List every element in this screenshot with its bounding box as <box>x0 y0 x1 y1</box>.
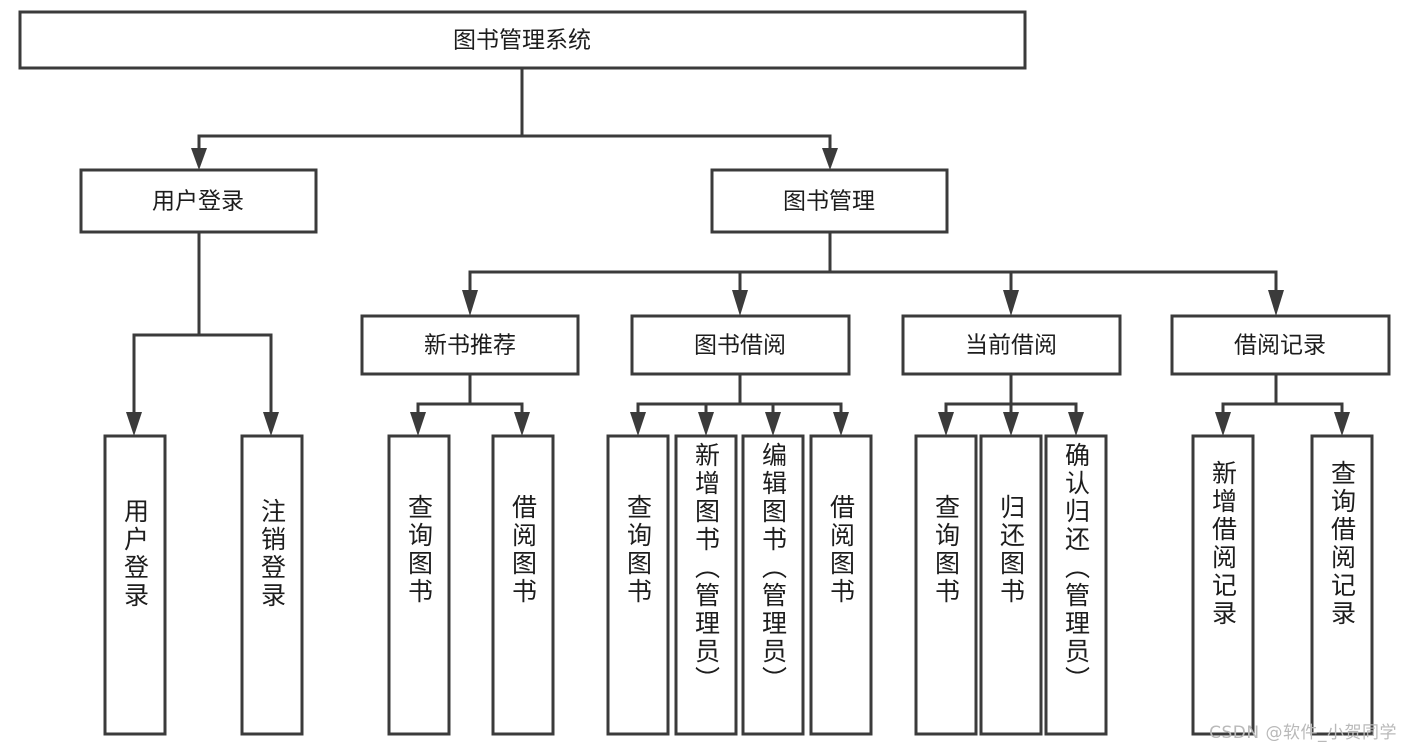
node-records-box[interactable] <box>1170 314 1391 376</box>
arrowhead-leaf4 <box>514 412 530 436</box>
node-records[interactable]: 借阅记录 <box>1170 314 1391 376</box>
node-current[interactable]: 当前借阅 <box>901 314 1122 376</box>
arrowhead-leaf1 <box>126 412 142 436</box>
node-root-box[interactable] <box>18 10 1027 70</box>
node-login[interactable]: 用户登录 <box>79 168 318 234</box>
edges-group <box>126 66 1350 436</box>
node-newbook[interactable]: 新书推荐 <box>360 314 580 376</box>
arrowhead-leaf6 <box>698 412 714 436</box>
node-current-label: 当前借阅 <box>965 333 1057 359</box>
node-leaf6-box[interactable] <box>674 434 738 736</box>
arrowhead-newbook <box>462 290 478 316</box>
node-leaf1-box[interactable] <box>103 434 167 736</box>
node-borrow-label: 图书借阅 <box>694 333 786 359</box>
arrowhead-leaf8 <box>833 412 849 436</box>
node-leaf10-box[interactable] <box>979 434 1043 736</box>
nodes-group: 图书管理系统 用户登录 图书管理 新书推荐 图书借阅 当前 <box>18 10 1391 736</box>
arrowhead-leaf9 <box>938 412 954 436</box>
node-bookmgmt[interactable]: 图书管理 <box>710 168 949 234</box>
node-login-box[interactable] <box>79 168 318 234</box>
arrowhead-records <box>1268 290 1284 316</box>
node-leaf4-box[interactable] <box>491 434 555 736</box>
node-newbook-box[interactable] <box>360 314 580 376</box>
node-leaf12-box[interactable] <box>1191 434 1255 736</box>
arrowhead-bookmgmt <box>822 148 838 170</box>
node-borrow-box[interactable] <box>630 314 851 376</box>
arrowhead-leaf5 <box>630 412 646 436</box>
arrowhead-leaf13 <box>1334 412 1350 436</box>
node-leaf8-box[interactable] <box>809 434 873 736</box>
node-leaf9-box[interactable] <box>914 434 978 736</box>
arrowhead-leaf12 <box>1215 412 1231 436</box>
node-leaf7-box[interactable] <box>741 434 805 736</box>
node-newbook-label: 新书推荐 <box>424 333 516 359</box>
watermark-text: CSDN @软件_小贺同学 <box>1209 723 1397 743</box>
arrowhead-leaf11 <box>1068 412 1084 436</box>
node-login-label: 用户登录 <box>152 189 244 215</box>
node-borrow[interactable]: 图书借阅 <box>630 314 851 376</box>
node-leaf5-box[interactable] <box>606 434 670 736</box>
arrowhead-leaf2 <box>263 412 279 436</box>
node-bookmgmt-label: 图书管理 <box>783 189 875 215</box>
node-leaf3-box[interactable] <box>387 434 451 736</box>
arrowhead-leaf3 <box>410 412 426 436</box>
node-leaf11-box[interactable] <box>1044 434 1108 736</box>
arrowhead-leaf10 <box>1003 412 1019 436</box>
arrowhead-current <box>1003 290 1019 316</box>
arrowhead-login <box>191 148 207 170</box>
arrowhead-borrow <box>732 290 748 316</box>
node-records-label: 借阅记录 <box>1234 333 1326 359</box>
node-root[interactable]: 图书管理系统 <box>18 10 1027 70</box>
node-root-label: 图书管理系统 <box>453 28 591 54</box>
node-leaf2-box[interactable] <box>240 434 304 736</box>
node-current-box[interactable] <box>901 314 1122 376</box>
node-leaf13-box[interactable] <box>1310 434 1374 736</box>
node-bookmgmt-box[interactable] <box>710 168 949 234</box>
arrowhead-leaf7 <box>765 412 781 436</box>
